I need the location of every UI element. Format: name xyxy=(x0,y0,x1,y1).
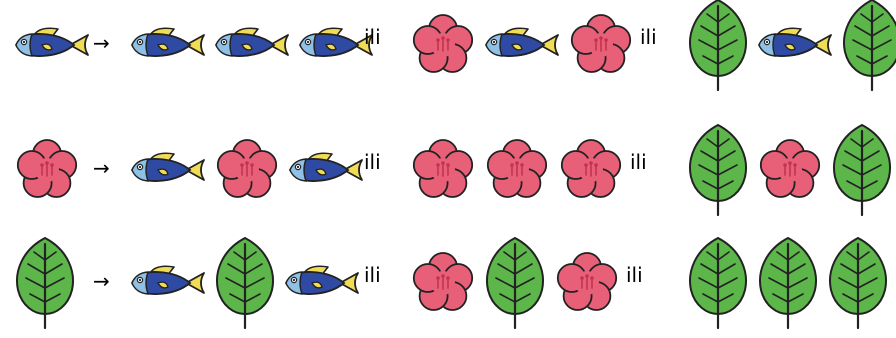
leaf-icon xyxy=(487,238,543,328)
or-separator: ili xyxy=(364,27,381,47)
leaf-icon xyxy=(690,0,746,90)
leaf-icon xyxy=(844,0,896,90)
flower-icon xyxy=(218,140,276,197)
fish-icon xyxy=(132,266,204,294)
flower-icon xyxy=(414,253,472,310)
or-separator: ili xyxy=(364,265,381,285)
flower-icon xyxy=(761,140,819,197)
flower-icon xyxy=(414,15,472,72)
leaf-icon xyxy=(830,238,886,328)
or-separator: ili xyxy=(640,27,657,47)
fish-icon xyxy=(216,28,288,56)
arrow-icon: → xyxy=(93,271,110,291)
fish-icon xyxy=(300,28,372,56)
fish-icon xyxy=(132,153,204,181)
arrow-icon: → xyxy=(93,158,110,178)
leaf-icon xyxy=(690,125,746,215)
or-separator: ili xyxy=(630,152,647,172)
leaf-icon xyxy=(217,238,273,328)
fish-icon xyxy=(132,28,204,56)
leaf-icon xyxy=(17,238,73,328)
fish-icon xyxy=(290,153,362,181)
fish-icon xyxy=(16,28,88,56)
or-separator: ili xyxy=(626,265,643,285)
fish-icon xyxy=(286,266,358,294)
or-separator: ili xyxy=(364,152,381,172)
leaf-icon xyxy=(690,238,746,328)
flower-icon xyxy=(18,140,76,197)
flower-icon xyxy=(572,15,630,72)
flower-icon xyxy=(488,140,546,197)
arrow-icon: → xyxy=(93,33,110,53)
fish-icon xyxy=(486,28,558,56)
fish-icon xyxy=(759,28,831,56)
flower-icon xyxy=(562,140,620,197)
flower-icon xyxy=(414,140,472,197)
leaf-icon xyxy=(760,238,816,328)
leaf-icon xyxy=(834,125,890,215)
flower-icon xyxy=(558,253,616,310)
